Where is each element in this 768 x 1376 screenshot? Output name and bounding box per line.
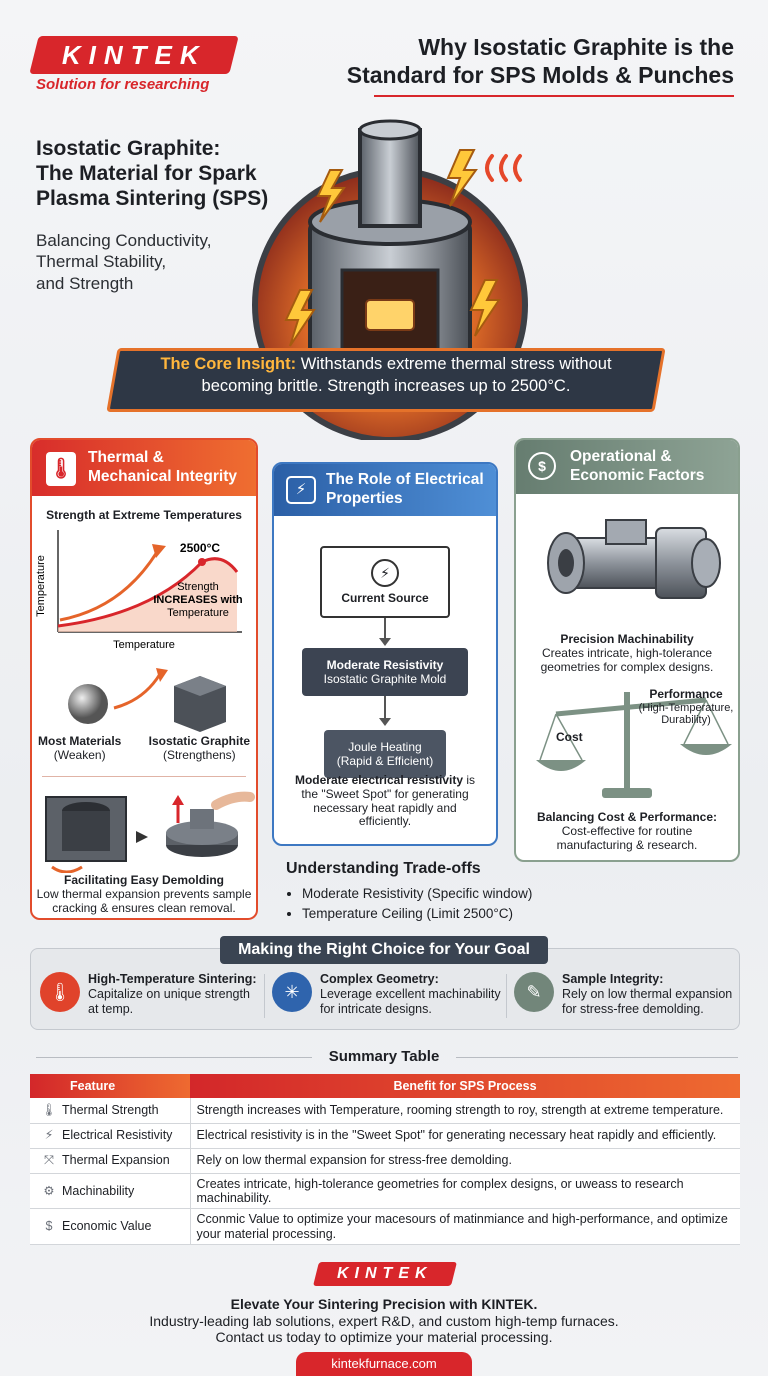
logo-tagline: Solution for researching xyxy=(36,76,210,93)
table-row: $ Economic Value Cconmic Value to optimiz… xyxy=(30,1208,740,1245)
list-item: Temperature Ceiling (Limit 2500°C) xyxy=(302,904,546,924)
feature-cell: Economic Value xyxy=(62,1219,152,1234)
thermal-card-header: 🌡 Thermal &Mechanical Integrity xyxy=(32,440,256,496)
annot-line1: Strength xyxy=(177,581,219,593)
expand-arrows-icon: ⤧ xyxy=(43,1153,54,1168)
table-row: ⚡ Electrical Resistivity Electrical resis… xyxy=(30,1123,740,1149)
benefit-cell: Strength increases with Temperature, roo… xyxy=(190,1098,740,1124)
balance-scale-icon xyxy=(536,692,732,798)
website-link[interactable]: kintekfurnace.com xyxy=(296,1352,472,1376)
feature-cell: Machinability xyxy=(62,1183,135,1198)
divider xyxy=(36,1057,312,1058)
oper-card-header: $ Operational &Economic Factors xyxy=(516,440,738,494)
peak-temp-label: 2500°C xyxy=(180,541,220,555)
hero-title: Isostatic Graphite:The Material for Spar… xyxy=(36,137,269,211)
edit-icon: ✎ xyxy=(514,972,554,1012)
balance-title: Balancing Cost & Performance: xyxy=(536,810,718,824)
footer-kintek-logo: KINTEK xyxy=(313,1262,457,1286)
thermal-mechanical-card: 🌡 Thermal &Mechanical Integrity Strength… xyxy=(30,438,258,920)
most-materials-label: Most Materials(Weaken) xyxy=(38,734,122,762)
chart-xlabel: Temperature xyxy=(113,639,175,651)
annot-line3: Temperature xyxy=(167,607,229,619)
chart-ylabel: Temperature xyxy=(35,555,47,617)
geometry-icon: ✳ xyxy=(272,972,312,1012)
thermometer-icon: 🌡 xyxy=(41,1103,57,1118)
goal-sample-integrity: ✎ Sample Integrity:Rely on low thermal e… xyxy=(514,972,734,1022)
circuit-icon: ⚡ xyxy=(286,476,316,504)
demolding-title: Facilitating Easy Demolding xyxy=(63,873,225,887)
footer-cta: Elevate Your Sintering Precision with KI… xyxy=(149,1296,619,1346)
annot-line2: INCREASES with xyxy=(153,594,243,606)
current-source-node: ⚡ Current Source xyxy=(320,546,450,618)
table-row: ⚙ Machinability Creates intricate, high-t… xyxy=(30,1173,740,1210)
benefit-cell: Electrical resistivity is in the "Sweet … xyxy=(190,1123,740,1149)
strength-temperature-chart: Temperature 2500°C Strength INCREASES wi… xyxy=(35,530,243,651)
table-header-row: Feature Benefit for SPS Process xyxy=(30,1074,740,1098)
demolding-illustration xyxy=(45,791,255,873)
strength-chart-title: Strength at Extreme Temperatures xyxy=(46,508,242,522)
kintek-logo: KINTEK xyxy=(29,36,239,74)
cost-label: Cost xyxy=(556,730,583,744)
money-hand-icon: $ xyxy=(528,452,556,480)
performance-label: Performance(High-Temperature,Durability) xyxy=(638,687,734,727)
goal-choice-title: Making the Right Choice for Your Goal xyxy=(220,936,548,964)
tradeoffs-section: Understanding Trade-offs Moderate Resist… xyxy=(286,860,546,923)
feature-cell: Thermal Expansion xyxy=(62,1153,170,1168)
lathe-icon: ⚙ xyxy=(43,1183,55,1198)
material-comparison-graphic xyxy=(68,668,226,732)
core-insight-text: The Core Insight: Withstands extreme the… xyxy=(160,355,612,396)
machinability-title: Precision Machinability xyxy=(560,632,694,646)
benefit-cell: Cconmic Value to optimize your macesours… xyxy=(190,1208,740,1245)
machined-part-illustration xyxy=(547,519,721,599)
table-row: 🌡 Thermal Strength Strength increases wit… xyxy=(30,1098,740,1124)
hero-subtitle: Balancing Conductivity,Thermal Stability… xyxy=(36,231,212,293)
table-row: ⤧ Thermal Expansion Rely on low thermal e… xyxy=(30,1148,740,1174)
col-benefit: Benefit for SPS Process xyxy=(190,1074,740,1098)
divider xyxy=(456,1057,738,1058)
goal-high-temp: 🌡 High-Temperature Sintering:Capitalize … xyxy=(40,972,270,1022)
title-underline xyxy=(374,95,734,97)
list-item: Moderate Resistivity (Specific window) xyxy=(302,884,546,904)
thermometer-icon: 🌡 xyxy=(46,452,76,486)
money-hand-icon: $ xyxy=(45,1219,53,1234)
benefit-cell: Rely on low thermal expansion for stress… xyxy=(190,1148,740,1174)
benefit-cell: Creates intricate, high-tolerance geomet… xyxy=(190,1173,740,1210)
feature-cell: Thermal Strength xyxy=(62,1103,159,1118)
feature-cell: Electrical Resistivity xyxy=(62,1128,173,1143)
isostatic-graphite-label: Isostatic Graphite(Strengthens) xyxy=(148,734,250,762)
summary-table: Feature Benefit for SPS Process 🌡 Thermal… xyxy=(30,1074,740,1245)
lightning-icon: ⚡ xyxy=(44,1128,54,1143)
lightning-icon: ⚡ xyxy=(371,559,399,587)
thermometer-icon: 🌡 xyxy=(40,972,80,1012)
col-feature: Feature xyxy=(30,1074,190,1098)
operational-economic-card: $ Operational &Economic Factors Precisio… xyxy=(514,438,740,862)
joule-heating-node: Joule Heating(Rapid & Efficient) xyxy=(324,730,446,778)
summary-title: Summary Table xyxy=(328,1048,440,1065)
resistivity-desc: Moderate electrical resistivity is the "… xyxy=(294,773,476,829)
tradeoffs-title: Understanding Trade-offs xyxy=(286,860,481,877)
goal-complex-geometry: ✳ Complex Geometry:Leverage excellent ma… xyxy=(272,972,502,1022)
